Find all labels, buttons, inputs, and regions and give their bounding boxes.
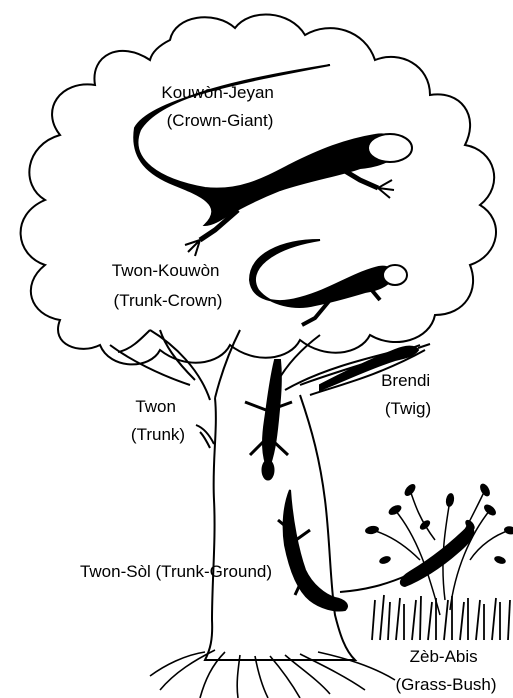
- label-trunk: Twon (Trunk): [131, 397, 185, 444]
- label-grass-bush: Zèb-Abis (Grass-Bush): [395, 647, 496, 694]
- grass-bush-lizard: [340, 525, 473, 592]
- label-twig: Brendi (Twig): [381, 371, 435, 418]
- label-trunk-ground: Twon-Sòl (Trunk-Ground): [80, 562, 272, 581]
